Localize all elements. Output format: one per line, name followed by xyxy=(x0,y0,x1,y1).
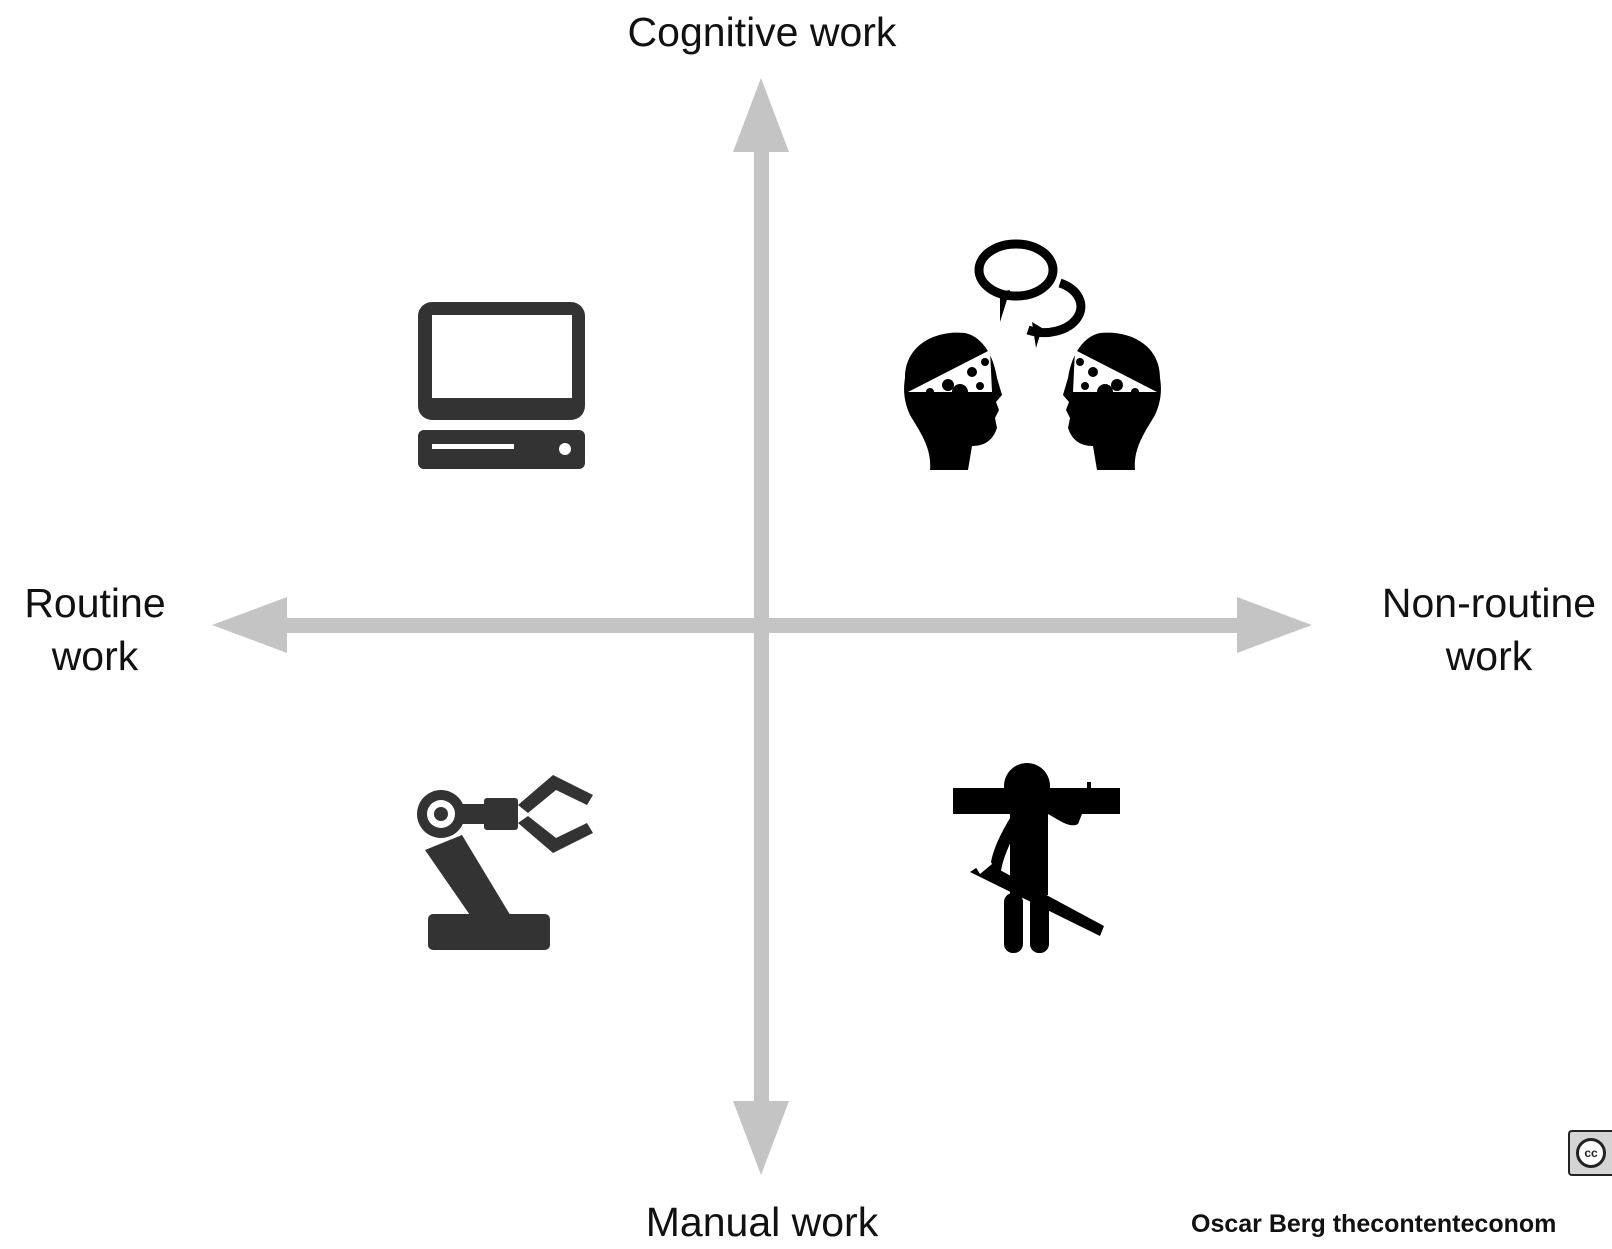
attribution-credit: Oscar Berg thecontenteconom xyxy=(1191,1210,1557,1238)
gear-icon xyxy=(926,358,989,400)
carpenter-with-saw-icon xyxy=(953,763,1120,953)
two-heads-thinking-conversation-icon xyxy=(904,239,1161,470)
cc-logo: cc xyxy=(1576,1138,1606,1168)
speech-bubble-icon xyxy=(974,239,1058,301)
axis-label-non-routine-work: Non-routine work xyxy=(1364,577,1612,683)
axis-label-line: work xyxy=(1445,633,1533,679)
robot-arm-icon xyxy=(417,775,593,950)
computer-icon xyxy=(418,302,585,469)
axis-label-manual-work: Manual work xyxy=(645,1199,879,1245)
axis-label-routine-work: Routine work xyxy=(0,577,190,683)
creative-commons-icon: cc xyxy=(1568,1130,1612,1176)
axis-label-line: work xyxy=(51,633,139,679)
speech-bubble-icon xyxy=(1026,278,1086,338)
gear-icon xyxy=(1076,358,1139,400)
speech-bubble-tail xyxy=(1032,322,1042,348)
open-skull xyxy=(908,350,992,392)
speech-bubble-tail xyxy=(1000,290,1010,322)
axis-label-cognitive-work: Cognitive work xyxy=(627,9,897,55)
axis-label-line: Non-routine xyxy=(1381,580,1597,626)
horizontal-axis-arrow xyxy=(212,597,1312,653)
open-skull xyxy=(1073,350,1157,392)
axis-label-line: Routine xyxy=(24,580,166,626)
